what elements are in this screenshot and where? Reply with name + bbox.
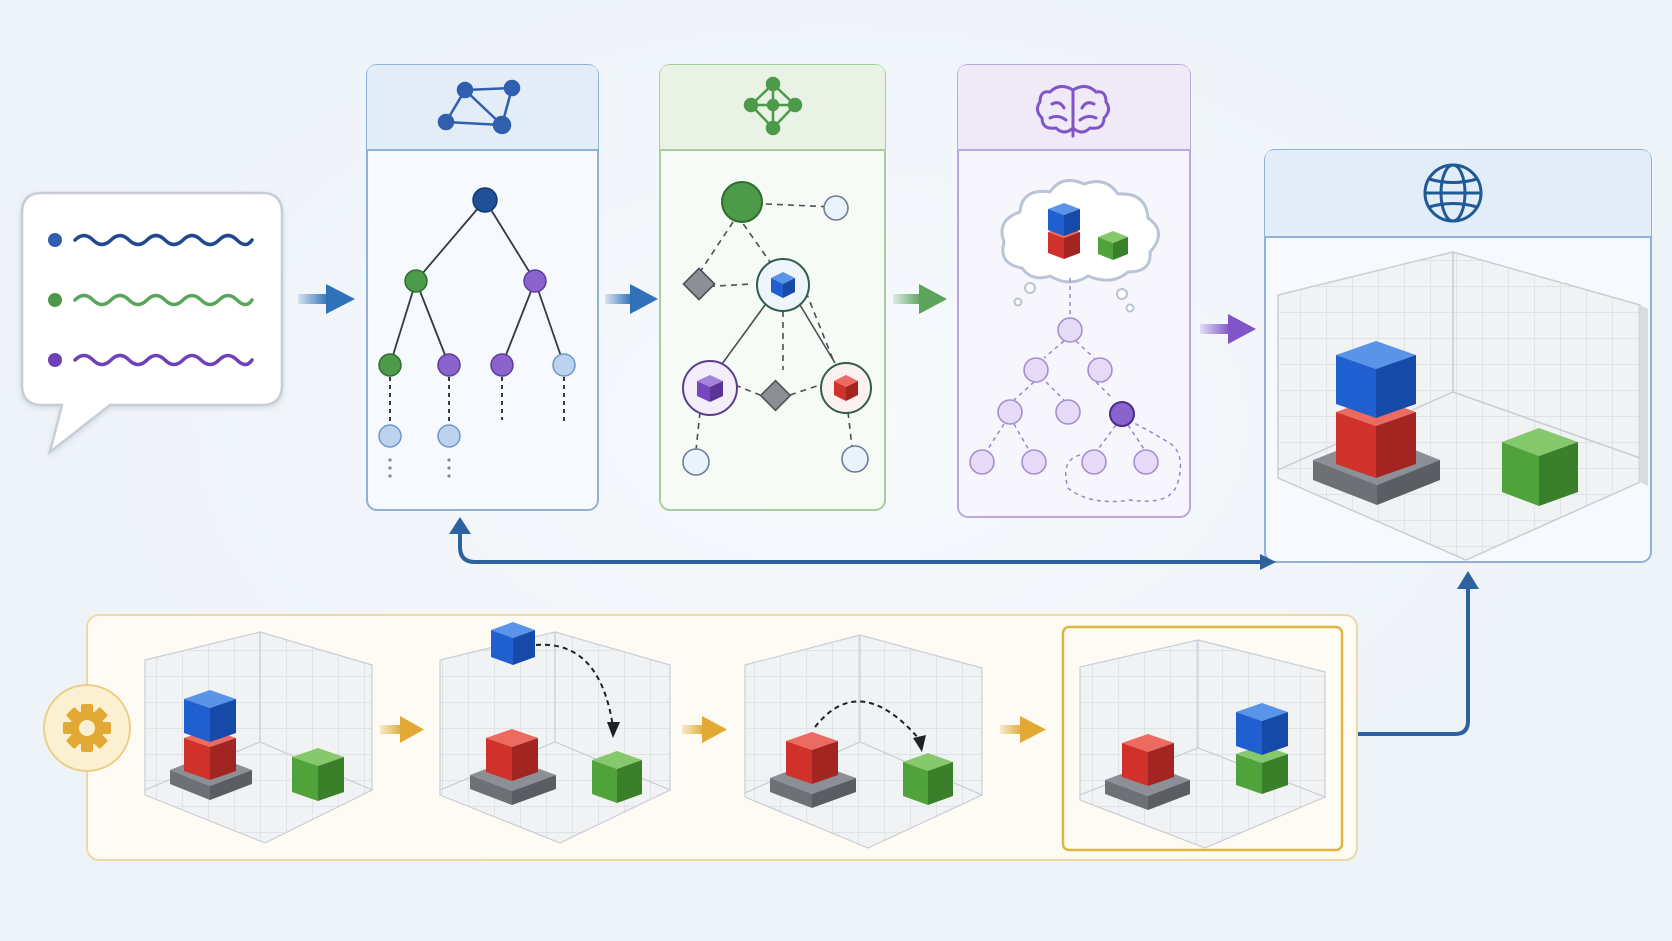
tree-leaf <box>552 353 576 377</box>
wavy-line-green <box>73 293 254 307</box>
cloud-cube-green <box>1098 231 1128 260</box>
step-arrow <box>682 716 727 743</box>
brain-icon <box>1035 85 1111 138</box>
world-cube-green <box>1502 428 1578 506</box>
search-node <box>1133 449 1159 475</box>
panel-reasoning <box>957 64 1191 518</box>
sequence-frame-4-final <box>1061 625 1344 852</box>
feedback-arrow <box>449 517 1276 570</box>
search-node <box>1021 449 1047 475</box>
final-frame-highlight <box>1061 625 1344 852</box>
tree-leaf <box>490 353 514 377</box>
panel-parse-tree <box>366 64 599 511</box>
sequence-frame-2 <box>439 622 672 844</box>
instruction-bubble <box>20 191 284 456</box>
sequence-to-world-arrow <box>1358 571 1479 736</box>
step-arrow <box>1000 716 1046 743</box>
sequence-frame-3 <box>744 634 984 849</box>
thought-cloud <box>1000 178 1160 313</box>
relation-diamond <box>759 379 792 412</box>
flow-arrows <box>298 284 1256 344</box>
mini-cube-red <box>834 375 858 401</box>
panel-world <box>1264 149 1652 563</box>
globe-icon <box>1423 163 1483 223</box>
search-node-selected <box>1109 401 1135 427</box>
bullet-blue <box>48 233 62 247</box>
graph-node-agent <box>721 181 763 223</box>
wavy-line-purple <box>73 353 254 367</box>
cloud-cube-blue <box>1048 203 1080 236</box>
tree-leaf <box>378 424 402 448</box>
mini-cube-blue <box>771 272 795 298</box>
wavy-line-blue <box>73 233 254 247</box>
action-sequence <box>43 614 1358 861</box>
panel-scene-graph <box>659 64 886 511</box>
tree-leaf <box>378 353 402 377</box>
network-graph-icon <box>437 79 521 135</box>
search-node <box>969 449 995 475</box>
search-node <box>1023 357 1049 383</box>
step-arrow <box>380 716 424 743</box>
tree-leaf <box>437 353 461 377</box>
graph-node-empty <box>682 448 710 476</box>
arrow-3 <box>893 284 947 314</box>
instruction-text-lines <box>48 233 254 367</box>
gear-icon <box>43 684 131 772</box>
search-node <box>1087 357 1113 383</box>
search-node <box>1055 399 1081 425</box>
tree-leaf <box>437 424 461 448</box>
search-tree <box>969 278 1182 503</box>
scene-graph <box>682 181 872 476</box>
sequence-frame-1 <box>144 631 374 844</box>
world-cube-blue <box>1336 341 1416 418</box>
arrow-1 <box>298 284 355 314</box>
world-room <box>1277 251 1648 561</box>
tree-node-purple <box>523 269 547 293</box>
search-node <box>1081 449 1107 475</box>
graph-node-icon <box>743 76 803 136</box>
arrow-4 <box>1200 314 1256 344</box>
bullet-green <box>48 293 62 307</box>
graph-node-empty <box>841 445 869 473</box>
search-node <box>997 399 1023 425</box>
tree-node-green <box>404 269 428 293</box>
parse-tree <box>378 187 576 478</box>
arrow-2 <box>605 284 658 314</box>
bullet-purple <box>48 353 62 367</box>
graph-node-empty <box>823 195 849 221</box>
relation-diamond <box>682 267 716 301</box>
search-node <box>1057 317 1083 343</box>
tree-root-node <box>472 187 498 213</box>
mini-cube-purple <box>697 375 723 402</box>
